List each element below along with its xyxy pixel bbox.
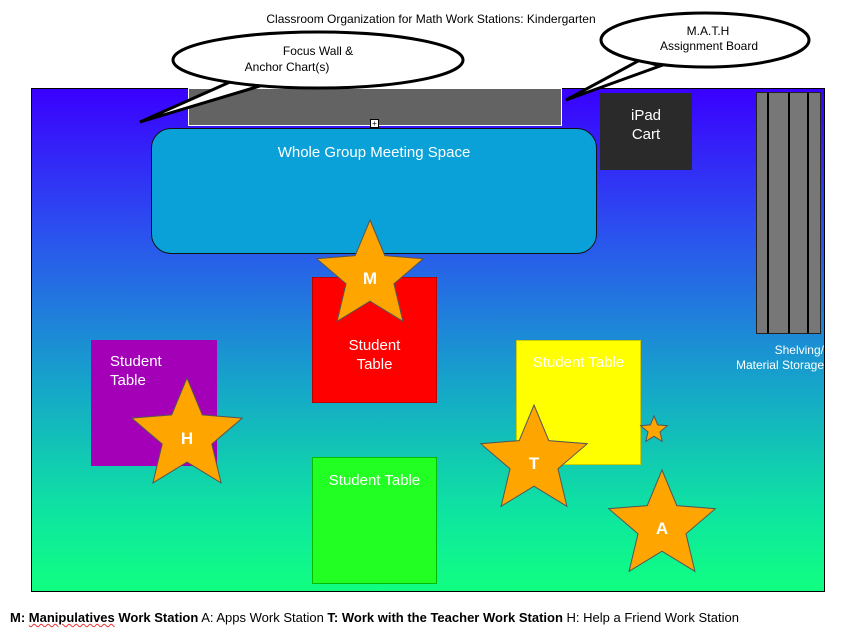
star-shape [639, 414, 669, 443]
shelf-divider [788, 93, 790, 333]
star-letter: T [529, 454, 540, 473]
assignment-board-callout-bubble [599, 11, 811, 69]
small-star-icon [639, 414, 669, 443]
star-shape [315, 218, 425, 323]
focus-wall-callout-line2: Anchor Chart(s) [245, 60, 330, 74]
meeting-space-label: Whole Group Meeting Space [277, 144, 471, 161]
legend-a-text: A: Apps Work Station [198, 610, 328, 625]
star-a-icon: A [607, 468, 717, 573]
ipad-cart-label-line2: Cart [631, 126, 661, 143]
focus-wall-callout-bubble [171, 30, 465, 90]
table-label-line2: Table [356, 356, 393, 373]
star-shape [130, 376, 244, 484]
star-letter: A [656, 519, 668, 538]
whole-group-meeting-space: Whole Group Meeting Space [151, 128, 597, 254]
legend-m-word: Manipulatives [28, 610, 115, 625]
star-h-icon: H [130, 376, 244, 484]
table-label-line2: Table [110, 372, 146, 389]
ipad-cart-label-line1: iPad [630, 107, 662, 124]
star-m-icon: M [315, 218, 425, 323]
star-t-icon: T [479, 403, 589, 508]
assignment-board-callout-line2: Assignment Board [660, 39, 758, 53]
legend-m-key: M: [10, 610, 26, 625]
star-letter: M [363, 269, 377, 288]
shelf-divider [807, 93, 809, 333]
star-letter: H [181, 429, 193, 448]
table-label: Student Table [532, 354, 625, 371]
star-shape [607, 468, 717, 573]
shelving-unit [756, 92, 821, 334]
shelf-divider [767, 93, 769, 333]
legend-m-rest: Work Station [114, 610, 199, 625]
assignment-board-callout-tail [565, 58, 665, 102]
shelving-label: Shelving/ Material Storage [700, 343, 824, 373]
table-label-line1: Student [110, 353, 162, 370]
resize-handle-icon[interactable]: + [370, 119, 379, 128]
legend-h-text: H: Help a Friend Work Station [562, 610, 739, 625]
table-label: Student Table [328, 472, 421, 489]
table-label-line1: Student [348, 337, 401, 354]
legend-t-text: T: Work with the Teacher Work Station [327, 610, 563, 625]
star-shape [479, 403, 589, 508]
shelving-label-line1: Shelving/ [774, 343, 824, 357]
diagram-title: Classroom Organization for Math Work Sta… [266, 12, 596, 26]
student-table-green: Student Table [312, 457, 437, 584]
shelving-label-line2: Material Storage [735, 358, 824, 372]
assignment-board-callout-line1: M.A.T.H [687, 24, 730, 38]
focus-wall-callout-line1: Focus Wall & [283, 44, 353, 58]
ipad-cart: iPad Cart [600, 93, 692, 170]
focus-wall-callout-tail [139, 80, 261, 124]
legend: M: Manipulatives Work Station A: Apps Wo… [10, 610, 739, 625]
